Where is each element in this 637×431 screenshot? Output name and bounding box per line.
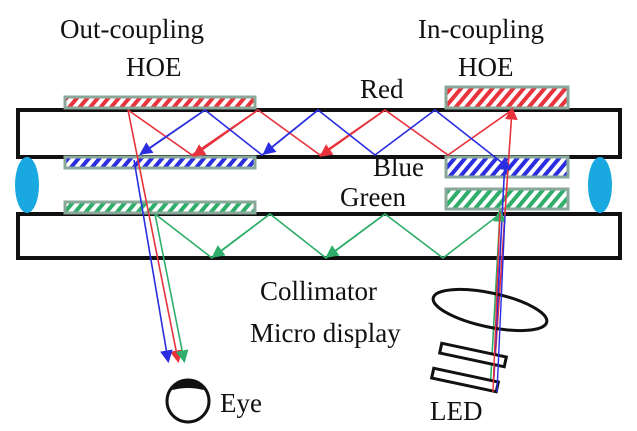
eye-label: Eye — [220, 388, 262, 418]
out-coupling-hoe-label: HOE — [126, 52, 182, 82]
out-coupling-hoe-green — [63, 200, 257, 215]
green-label: Green — [340, 182, 406, 212]
micro-display-label: Micro display — [250, 318, 401, 348]
in-coupling-hoe-label: HOE — [458, 52, 514, 82]
out-coupling-label: Out-coupling — [60, 14, 204, 44]
led-label: LED — [430, 396, 482, 426]
top-waveguide-plate — [16, 108, 622, 159]
out-coupling-hoe-blue — [63, 155, 257, 170]
in-coupling-hoe-red — [444, 85, 570, 110]
led — [429, 366, 501, 394]
blue-label: Blue — [373, 152, 424, 182]
collimator-lens — [431, 287, 549, 333]
bottom-waveguide-plate — [16, 212, 622, 260]
in-coupling-label: In-coupling — [418, 14, 544, 44]
right-spacer — [588, 157, 612, 213]
left-spacer — [15, 157, 39, 213]
micro-display — [437, 341, 509, 369]
red-label: Red — [360, 74, 404, 104]
eye-icon — [165, 378, 211, 424]
collimator-label: Collimator — [260, 276, 377, 306]
out-coupling-hoe-red — [63, 95, 257, 110]
